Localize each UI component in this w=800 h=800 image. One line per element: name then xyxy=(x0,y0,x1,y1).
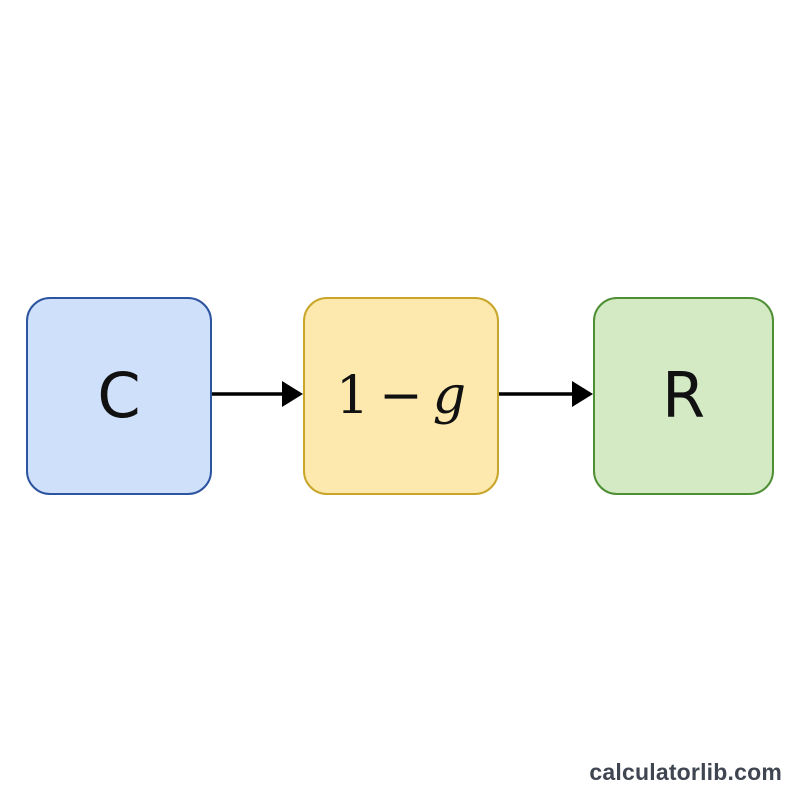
arrow-c-to-g-head xyxy=(282,381,303,407)
node-one-minus-g: 1 − g xyxy=(303,297,499,495)
math-operator: − xyxy=(379,366,423,426)
node-c: C xyxy=(26,297,212,495)
node-r-label: R xyxy=(661,359,706,432)
arrow-g-to-r-head xyxy=(572,381,593,407)
math-variable: g xyxy=(432,366,466,426)
node-one-minus-g-label: 1 − g xyxy=(336,366,466,426)
node-c-label: C xyxy=(97,359,141,432)
node-r: R xyxy=(593,297,774,495)
watermark: calculatorlib.com xyxy=(589,759,782,785)
math-number: 1 xyxy=(336,366,370,426)
